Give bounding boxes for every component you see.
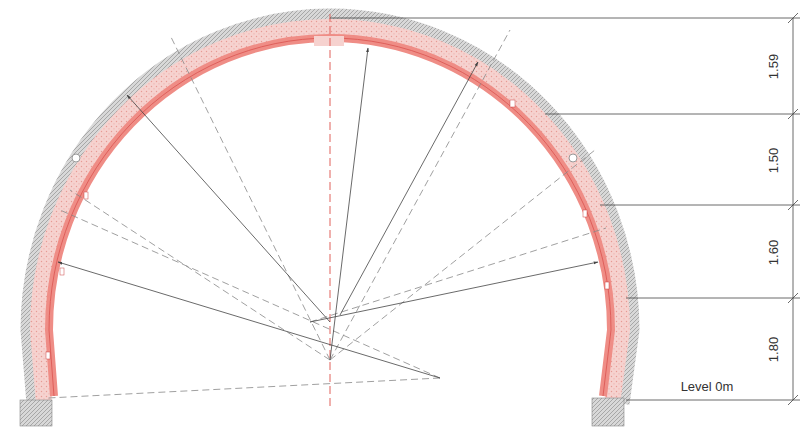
- centre-line: [330, 14, 331, 410]
- height-dimension: 1.80: [768, 336, 781, 361]
- height-dimension: 1.60: [768, 239, 781, 264]
- height-dimension: 1.50: [768, 147, 781, 172]
- dimension-lines: [330, 13, 800, 405]
- construction-lines: [48, 30, 606, 398]
- drain-hole: [72, 154, 80, 162]
- segment-joints: [46, 100, 609, 359]
- radius-lines: [58, 48, 598, 378]
- drain-hole: [569, 154, 577, 162]
- footing: [592, 398, 624, 426]
- crown-joint: [314, 36, 344, 46]
- outer-lining: [38, 27, 622, 404]
- level-label: Level 0m: [681, 380, 734, 393]
- height-dimension: 1.59: [768, 53, 781, 78]
- footing: [20, 400, 52, 426]
